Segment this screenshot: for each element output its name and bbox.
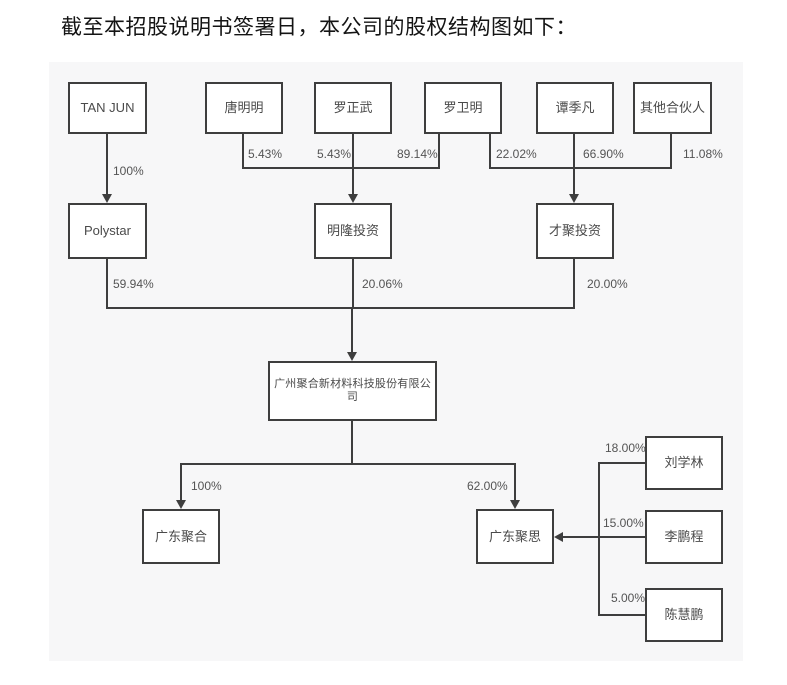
connector: [180, 463, 516, 465]
connector: [352, 134, 354, 195]
pct-label: 5.43%: [317, 147, 352, 161]
pct-label: 5.43%: [248, 147, 283, 161]
pct-label: 66.90%: [583, 147, 624, 161]
connector: [242, 167, 440, 169]
node-tan-jun: TAN JUN: [68, 82, 147, 134]
connector: [106, 259, 108, 309]
pct-label: 62.00%: [467, 479, 508, 493]
pct-label: 20.00%: [587, 277, 628, 291]
arrow-down-icon: [176, 500, 186, 509]
pct-label: 15.00%: [603, 516, 644, 530]
pct-label: 100%: [191, 479, 222, 493]
connector: [514, 463, 516, 501]
node-li-pengcheng: 李鹏程: [645, 510, 723, 564]
connector: [351, 421, 353, 465]
node-liu-xuelin: 刘学林: [645, 436, 723, 490]
connector: [598, 614, 645, 616]
connector: [242, 134, 244, 169]
pct-label: 11.08%: [683, 147, 723, 161]
connector: [598, 462, 600, 616]
pct-label: 20.06%: [362, 277, 403, 291]
pct-label: 22.02%: [496, 147, 537, 161]
pct-label: 59.94%: [113, 277, 154, 291]
node-tan-jifan: 谭季凡: [536, 82, 614, 134]
connector: [598, 462, 645, 464]
arrow-down-icon: [102, 194, 112, 203]
node-luo-weiming: 罗卫明: [424, 82, 502, 134]
node-luo-zhengwu: 罗正武: [314, 82, 392, 134]
node-minglong: 明隆投资: [314, 203, 392, 259]
connector: [351, 307, 353, 353]
node-chen-huipeng: 陈慧鹏: [645, 588, 723, 642]
node-tang-mingming: 唐明明: [205, 82, 283, 134]
connector: [489, 167, 672, 169]
page-title: 截至本招股说明书签署日，本公司的股权结构图如下：: [61, 15, 577, 39]
node-other-partners: 其他合伙人: [633, 82, 712, 134]
arrow-left-icon: [554, 532, 563, 542]
node-company: 广州聚合新材料科技股份有限公司: [268, 361, 437, 421]
node-gd-jusi: 广东聚思: [476, 509, 554, 564]
node-caiju: 才聚投资: [536, 203, 614, 259]
connector: [562, 536, 645, 538]
connector: [438, 134, 440, 169]
arrow-down-icon: [347, 352, 357, 361]
node-polystar: Polystar: [68, 203, 147, 259]
connector: [352, 259, 354, 309]
node-gd-juhe: 广东聚合: [142, 509, 220, 564]
arrow-down-icon: [348, 194, 358, 203]
connector: [573, 134, 575, 195]
arrow-down-icon: [510, 500, 520, 509]
connector: [670, 134, 672, 169]
connector: [106, 134, 108, 195]
arrow-down-icon: [569, 194, 579, 203]
connector: [180, 463, 182, 501]
pct-label: 89.14%: [397, 147, 438, 161]
connector: [106, 307, 575, 309]
connector: [573, 259, 575, 309]
connector: [489, 134, 491, 169]
pct-label: 5.00%: [611, 591, 646, 605]
pct-label: 100%: [113, 164, 144, 178]
pct-label: 18.00%: [605, 441, 646, 455]
